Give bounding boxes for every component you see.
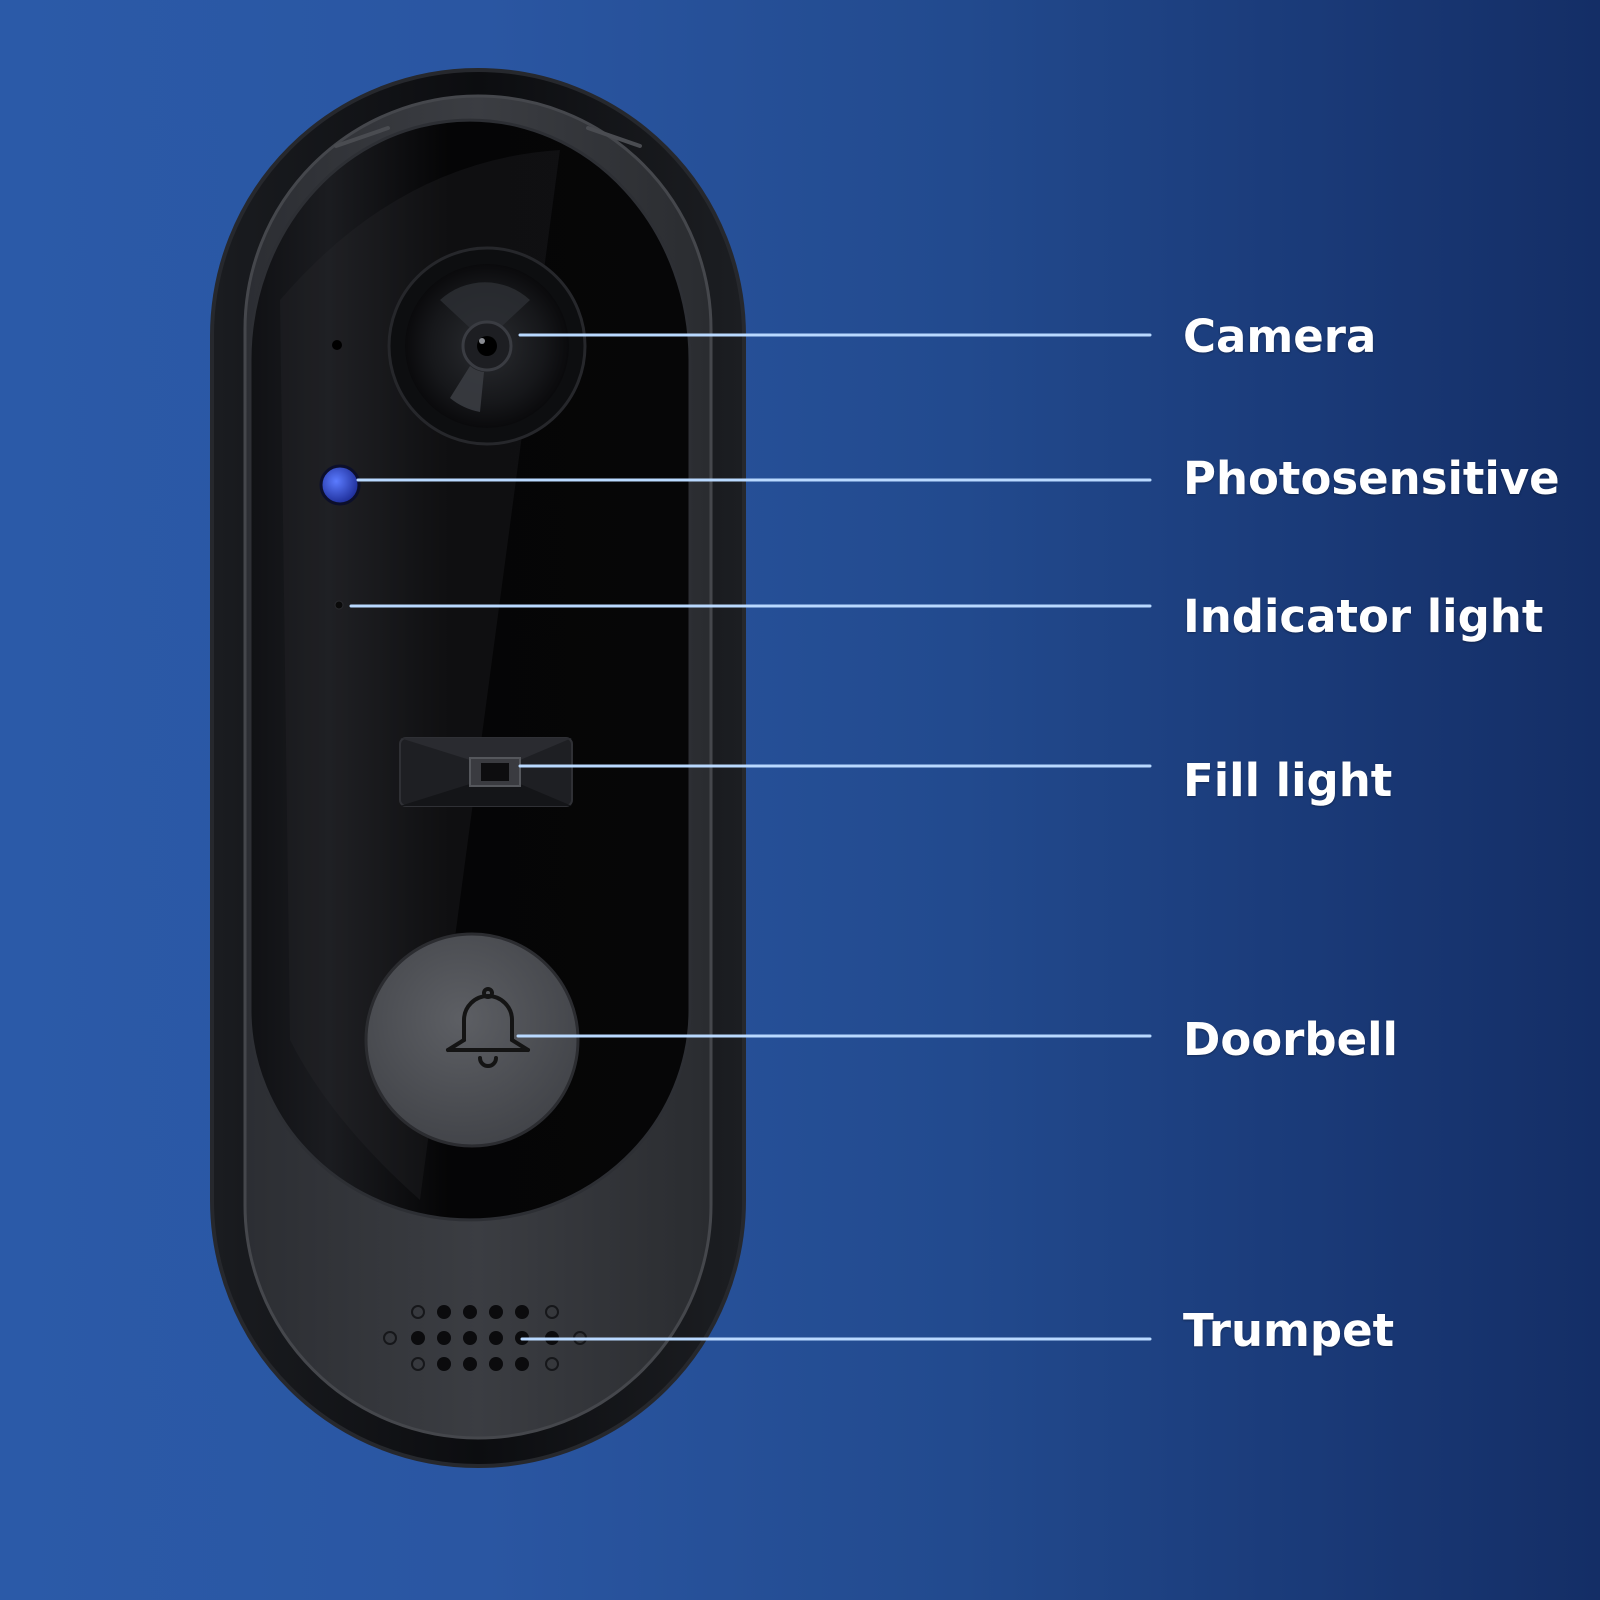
- fill-light: [399, 737, 573, 807]
- speaker-hole: [383, 1331, 397, 1345]
- speaker-hole: [515, 1357, 529, 1371]
- label-indicator-light: Indicator light: [1183, 590, 1544, 643]
- speaker-hole: [545, 1357, 559, 1371]
- speaker-hole: [411, 1331, 425, 1345]
- label-trumpet: Trumpet: [1183, 1304, 1395, 1357]
- speaker-hole: [515, 1305, 529, 1319]
- speaker-hole: [437, 1305, 451, 1319]
- label-photosensitive: Photosensitive: [1183, 452, 1560, 505]
- speaker-hole: [489, 1331, 503, 1345]
- speaker-hole: [489, 1357, 503, 1371]
- doorbell-button[interactable]: [364, 932, 580, 1148]
- mic-hole: [332, 340, 342, 350]
- top-slot-right: [586, 126, 642, 148]
- label-doorbell: Doorbell: [1183, 1013, 1398, 1066]
- photosensor: [319, 464, 361, 506]
- speaker-hole: [411, 1357, 425, 1371]
- speaker-hole: [489, 1305, 503, 1319]
- speaker-hole: [463, 1305, 477, 1319]
- camera: [387, 246, 587, 446]
- leader-lines: [349, 333, 1152, 1341]
- bell-icon: [446, 987, 530, 1068]
- speaker-hole: [437, 1331, 451, 1345]
- speaker-hole: [437, 1357, 451, 1371]
- speaker-grille-icon: [383, 1305, 587, 1371]
- label-camera: Camera: [1183, 310, 1377, 363]
- label-fill-light: Fill light: [1183, 754, 1393, 807]
- speaker-hole: [463, 1357, 477, 1371]
- glass-face: [248, 118, 692, 1222]
- speaker-hole: [463, 1331, 477, 1345]
- speaker-hole: [411, 1305, 425, 1319]
- speaker-hole: [545, 1305, 559, 1319]
- indicator-light: [334, 600, 344, 610]
- top-slot-left: [334, 126, 390, 148]
